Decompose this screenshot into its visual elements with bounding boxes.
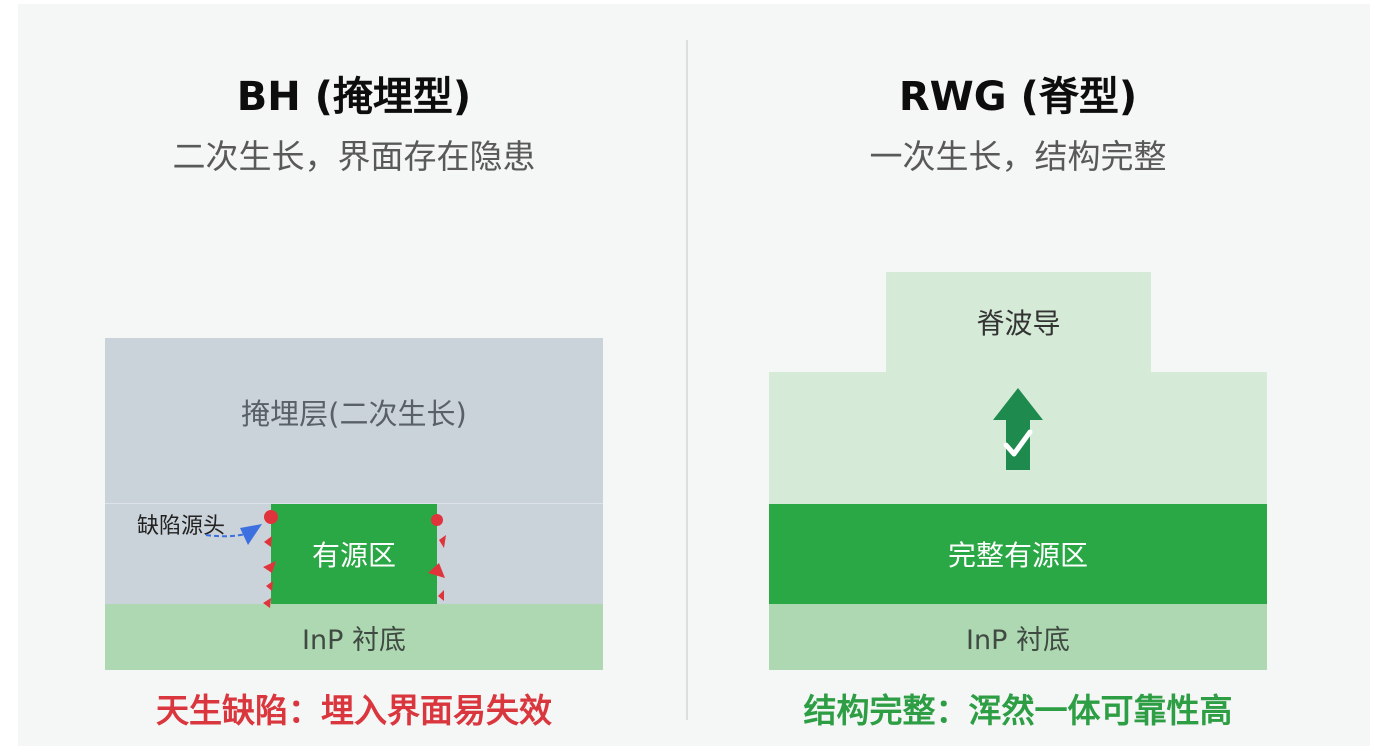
bh-substrate: InP 衬底: [105, 604, 603, 670]
bh-substrate-label: InP 衬底: [302, 624, 406, 656]
bh-active-label: 有源区: [311, 539, 396, 572]
blue-arrow-pointer-icon: [205, 524, 262, 545]
ridge-label: 脊波导: [976, 307, 1061, 340]
rwg-substrate-label: InP 衬底: [966, 624, 1070, 656]
rwg-subtitle: 一次生长，结构完整: [869, 137, 1167, 176]
regrowth-interface-line: [105, 503, 603, 504]
defect-triangles: [263, 535, 446, 608]
ridge-waveguide: 脊波导: [886, 272, 1151, 372]
bh-active-region: 有源区: [271, 504, 437, 604]
defect-dots: [264, 510, 443, 526]
bh-title: BH (掩埋型): [236, 74, 472, 120]
bh-conclusion: 天生缺陷：埋入界面易失效: [156, 691, 552, 730]
rwg-active-label: 完整有源区: [947, 539, 1088, 572]
rwg-active-region: 完整有源区: [769, 504, 1267, 604]
rwg-conclusion: 结构完整：浑然一体可靠性高: [803, 691, 1233, 730]
rwg-substrate: InP 衬底: [769, 604, 1267, 670]
bh-subtitle: 二次生长，界面存在隐患: [172, 137, 536, 176]
rwg-title: RWG (脊型): [898, 74, 1138, 120]
center-divider: [686, 40, 688, 720]
regrowth-label: 掩埋层(二次生长): [241, 397, 467, 431]
